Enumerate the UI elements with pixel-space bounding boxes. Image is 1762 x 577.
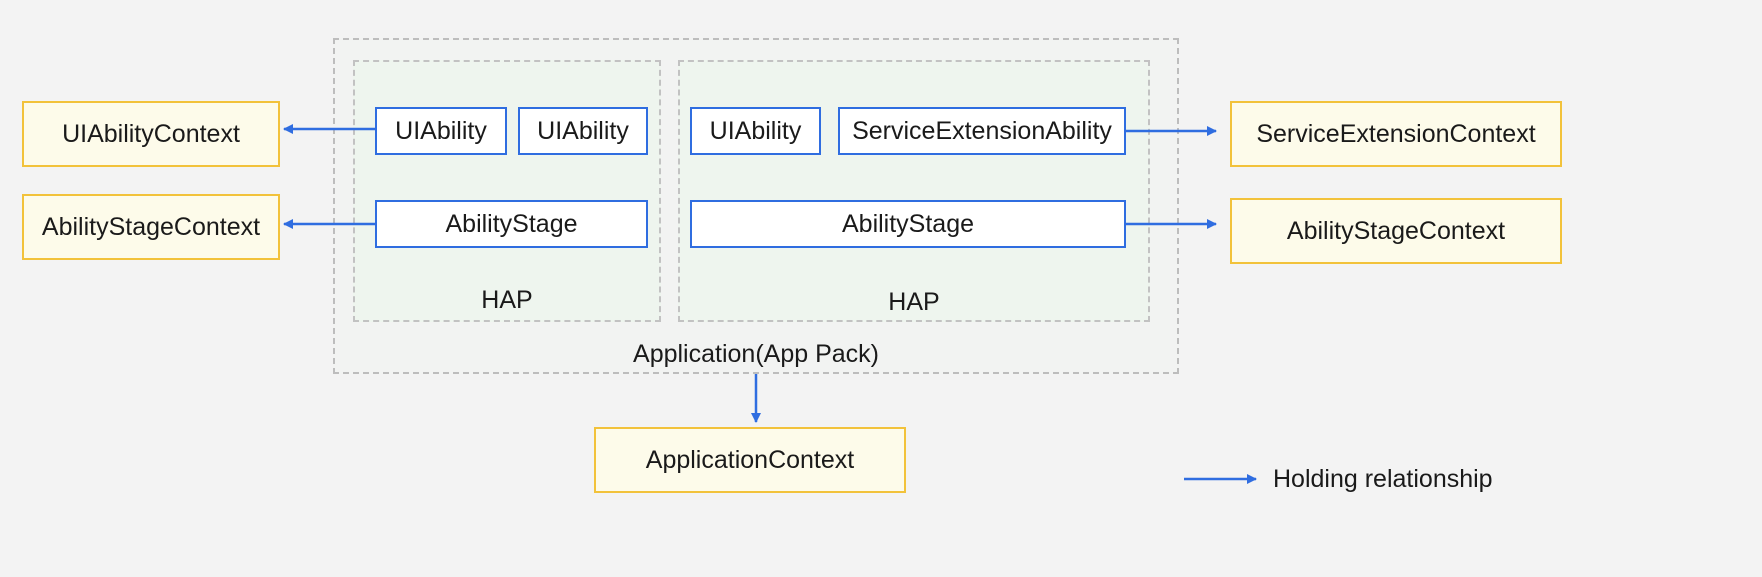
hap-label-left: HAP <box>481 286 533 314</box>
serviceextensionability-box: ServiceExtensionAbility <box>838 107 1126 155</box>
hap-frame-left <box>353 60 661 322</box>
uiability-box: UIAbility <box>690 107 821 155</box>
abilitystagecontext-box-left: AbilityStageContext <box>22 194 280 260</box>
uiabilitycontext-box: UIAbilityContext <box>22 101 280 167</box>
uiability-box: UIAbility <box>375 107 507 155</box>
hap-label-right: HAP <box>888 288 940 316</box>
abilitystage-box-right: AbilityStage <box>690 200 1126 248</box>
hap-frame-right <box>678 60 1150 322</box>
legend-label: Holding relationship <box>1273 465 1493 493</box>
applicationcontext-box: ApplicationContext <box>594 427 906 493</box>
abilitystagecontext-box-right: AbilityStageContext <box>1230 198 1562 264</box>
serviceextensioncontext-box: ServiceExtensionContext <box>1230 101 1562 167</box>
application-label: Application(App Pack) <box>633 340 879 368</box>
uiability-box: UIAbility <box>518 107 648 155</box>
abilitystage-box-left: AbilityStage <box>375 200 648 248</box>
